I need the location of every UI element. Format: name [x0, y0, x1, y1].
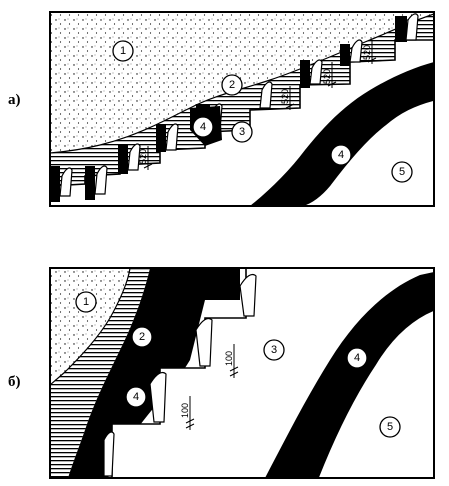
curl-flaps [103, 273, 257, 477]
dimension-marks [185, 344, 239, 430]
zone-marker-2: 2 [221, 74, 243, 96]
panel-label: а) [8, 92, 21, 108]
zone-marker-1: 1 [75, 291, 97, 313]
svg-text:2: 2 [139, 331, 145, 343]
dimension-label: 520 [362, 45, 372, 60]
panel-label: б) [8, 374, 21, 390]
dimension-label: 520 [322, 69, 332, 84]
dimension-label: 100 [180, 403, 190, 418]
svg-text:1: 1 [83, 296, 89, 308]
zone-marker-4-seam: 4 [346, 347, 368, 369]
zone-4-area [68, 268, 240, 478]
zone-marker-4: 4 [125, 386, 147, 408]
svg-text:4: 4 [200, 121, 206, 133]
panel-b: б) [8, 267, 435, 479]
zone-marker-4-seam: 4 [330, 144, 352, 166]
zone-marker-5: 5 [379, 416, 401, 438]
dimension-label: 520 [138, 149, 148, 164]
svg-text:5: 5 [387, 421, 393, 433]
zone-1-area [50, 268, 131, 386]
zone-marker-5: 5 [391, 161, 413, 183]
svg-text:4: 4 [133, 391, 139, 403]
dimension-marks [143, 40, 377, 170]
zone-5-area [317, 309, 434, 478]
svg-text:5: 5 [399, 166, 405, 178]
zone-4-seam [265, 272, 434, 478]
svg-text:4: 4 [354, 352, 360, 364]
panel-frame [49, 11, 435, 207]
panel-frame [49, 267, 435, 479]
zone-4-area [250, 62, 434, 206]
zone-marker-3: 3 [263, 339, 285, 361]
svg-text:1: 1 [120, 45, 126, 57]
panel-a: а) [8, 11, 435, 207]
zone-marker-2: 2 [131, 326, 153, 348]
svg-text:2: 2 [229, 79, 235, 91]
svg-text:3: 3 [239, 126, 245, 138]
zone-marker-3: 3 [231, 121, 253, 143]
svg-text:3: 3 [271, 344, 277, 356]
dimension-label: 100 [224, 351, 234, 366]
zone-marker-4: 4 [192, 116, 214, 138]
dimension-label: 520 [280, 89, 290, 104]
svg-text:4: 4 [338, 149, 344, 161]
zone-marker-1: 1 [112, 40, 134, 62]
